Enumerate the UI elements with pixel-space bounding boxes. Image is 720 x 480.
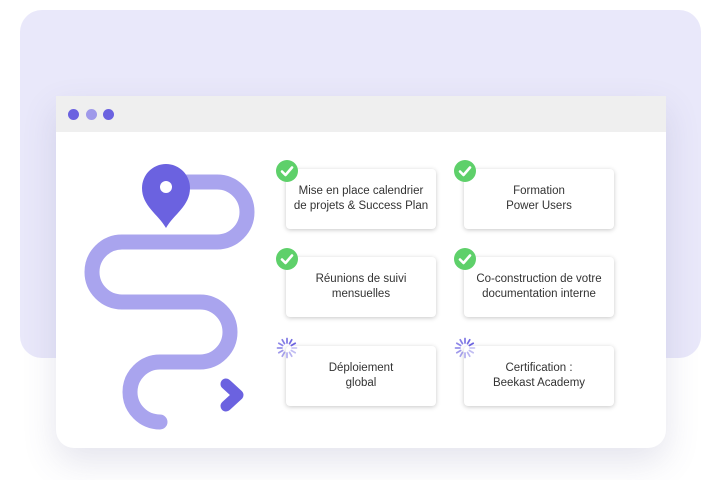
check-circle-icon — [276, 160, 298, 182]
step-label: Réunions de suivi mensuelles — [315, 273, 407, 300]
step-label: Formation Power Users — [506, 185, 572, 212]
location-pin-icon — [142, 164, 190, 228]
step-card: Certification : Beekast Academy — [464, 346, 614, 406]
window-dot[interactable] — [86, 109, 97, 120]
loading-spinner-icon — [276, 337, 298, 359]
check-circle-icon — [454, 160, 476, 182]
step-card: Déploiement global — [286, 346, 436, 406]
step-card: Mise en place calendrier de projets & Su… — [286, 169, 436, 229]
step-label: Déploiement global — [328, 362, 394, 389]
step-label: Co-construction de votre documentation i… — [476, 273, 602, 300]
window-dot[interactable] — [103, 109, 114, 120]
location-pin-dot — [160, 181, 172, 193]
step-label: Certification : Beekast Academy — [492, 362, 586, 389]
step-card: Co-construction de votre documentation i… — [464, 257, 614, 317]
step-card: Formation Power Users — [464, 169, 614, 229]
window-titlebar — [56, 96, 666, 132]
winding-road — [84, 174, 255, 430]
check-circle-icon — [454, 248, 476, 270]
loading-spinner-icon — [454, 337, 476, 359]
step-card: Réunions de suivi mensuelles — [286, 257, 436, 317]
arrow-right-icon — [220, 378, 244, 412]
step-label: Mise en place calendrier de projets & Su… — [293, 185, 429, 212]
check-circle-icon — [276, 248, 298, 270]
window-dot[interactable] — [68, 109, 79, 120]
